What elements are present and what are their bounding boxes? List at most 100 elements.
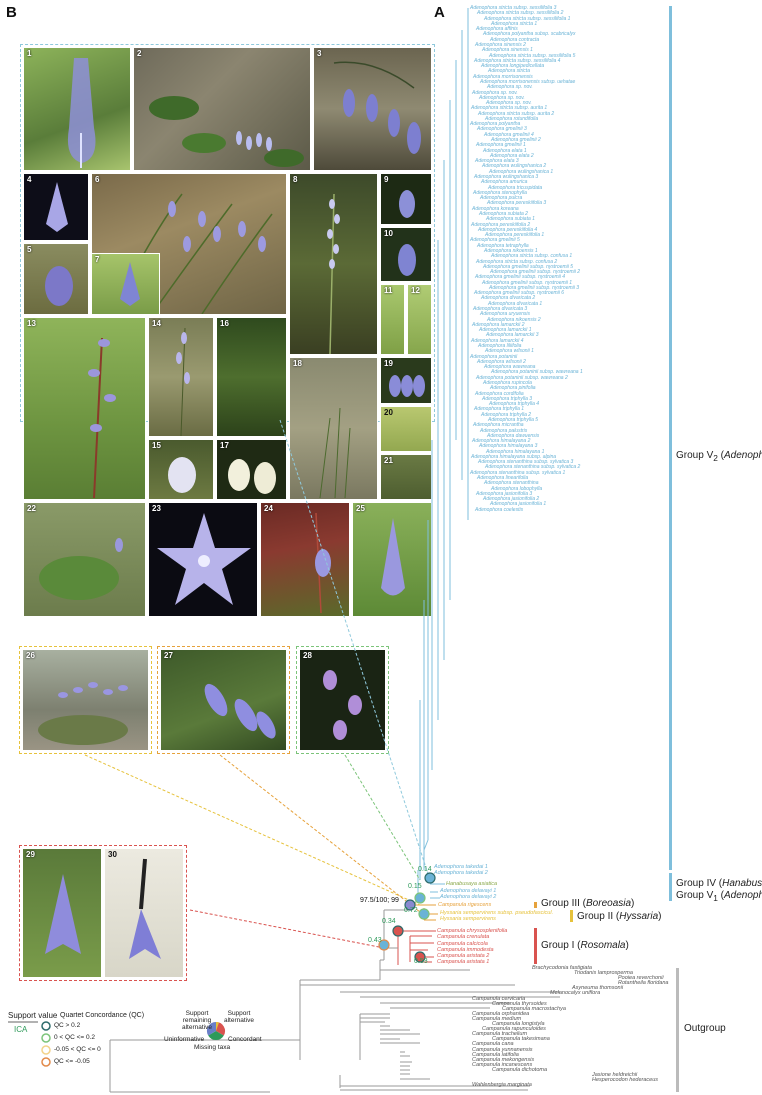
panel-label-a: A xyxy=(434,4,445,21)
tip-label: Triodanis lamprosperma xyxy=(574,970,633,977)
photo-number: 3 xyxy=(317,49,322,58)
tip-label: Campanula mekongensis xyxy=(472,1056,535,1063)
group-bar-outgroup xyxy=(676,968,679,1092)
photo-number: 9 xyxy=(384,175,389,184)
photo-7: 7 xyxy=(91,253,160,315)
photo-number: 1 xyxy=(27,49,32,58)
tip-label: Campanula latifolia xyxy=(472,1051,519,1058)
photo-27: 27 xyxy=(160,649,287,751)
ica-value: 0.14 xyxy=(418,866,432,873)
tip-label: Campanula chrysosplenifolia xyxy=(437,928,508,934)
support-value-main: 97.5/100; 99 xyxy=(360,897,399,904)
tips-group-iv: Adenophora takedai 1 Adenophora takedai … xyxy=(434,864,488,876)
tip-label: Adenophora coelestis xyxy=(475,506,524,513)
photo-13: 13 xyxy=(23,317,146,500)
group-name: Group III xyxy=(541,898,580,909)
photo-10: 10 xyxy=(380,227,432,282)
photo-number: 14 xyxy=(152,319,161,328)
tip-label: Adenophora rotundifolia xyxy=(485,115,539,122)
tip-label: Adenophora pinifolia xyxy=(490,385,536,392)
photo-26: 26 xyxy=(22,649,149,751)
group-genus: Boreoasia xyxy=(586,898,632,909)
tip-label: Adenophora lamarckii 3 xyxy=(486,332,539,339)
tip-label: Adenophora polyantha subsp. scabricalyx xyxy=(483,31,576,38)
tip-label: Adenophora elata 2 xyxy=(490,152,534,159)
tip-label: Adenophora stenophylla xyxy=(473,189,527,196)
tip-label: Campanula dichotoma xyxy=(492,1066,548,1073)
tip-label: Adenophora subiata 2 xyxy=(479,210,528,217)
tip-label: Campanula trachelium xyxy=(472,1031,528,1038)
tip-label: Adenophora delavayi 1 xyxy=(440,888,497,894)
photo-number: 17 xyxy=(220,441,229,450)
tip-label: Hyssaria sempervirens xyxy=(440,916,496,922)
tip-label: Adenophora gmelinii subsp. nystroemii 1 xyxy=(482,279,573,286)
tip-label: Adenophora nikoensis 2 xyxy=(487,316,541,323)
tip-label: Adenophora tetraphylla xyxy=(477,242,529,249)
tip-label: Adenophora stricta xyxy=(488,68,530,75)
tip-label: Adenophora gmelinii subsp. nystroemii 5 xyxy=(483,263,574,270)
tip-label: Brachycodonia fastigiata xyxy=(532,965,592,971)
tip-label: Adenophora gmelinii 4 xyxy=(484,131,534,138)
tip-label: Campanula rapunculoides xyxy=(482,1026,546,1033)
outgroup-branches xyxy=(109,969,560,1093)
tip-label: Adenophora nikoensis 1 xyxy=(484,247,538,254)
group-genus: Hanabusaya xyxy=(722,878,762,889)
tip-label: Adenophora sp. nov. xyxy=(486,100,532,107)
tip-label: Adenophora gmelinii 3 xyxy=(477,126,527,133)
photo-number: 26 xyxy=(26,651,35,660)
legend-qc-item: -0.05 < QC <= 0 xyxy=(54,1046,101,1053)
group-genus: Rosomala xyxy=(580,940,626,951)
photo-number: 13 xyxy=(27,319,36,328)
tip-label-hanabusaya: Hanabusaya asiatica xyxy=(446,881,498,887)
legend-qc-item: QC <= -0.05 xyxy=(54,1058,90,1065)
tip-label: Adenophora stricta subsp. aurita 2 xyxy=(478,110,555,117)
ica-value: 0.34 xyxy=(382,918,396,925)
photo-frame-28 xyxy=(296,646,389,754)
photo-number: 6 xyxy=(95,175,100,184)
group-name: Group II xyxy=(577,911,614,922)
node-pie xyxy=(414,892,426,904)
group-label-ii: Group II (Hyssaria) xyxy=(577,911,662,922)
photo-25: 25 xyxy=(352,502,432,617)
group-label-iv: Group IV (Hanabusaya) xyxy=(676,878,762,889)
tip-label: Adenophora jasionifolia 3 xyxy=(476,490,533,497)
group-bar-iii xyxy=(534,902,537,908)
photo-number: 2 xyxy=(137,49,142,58)
photo-9: 9 xyxy=(380,173,432,225)
node-pie xyxy=(414,951,426,963)
photo-number: 20 xyxy=(384,408,393,417)
tip-label: Adenophora pereskiifolia 3 xyxy=(487,200,547,207)
tip-label: Adenophora jasionifolia 2 xyxy=(483,496,540,503)
legend-pie-support-remaining: Support remaining alternative xyxy=(182,1010,212,1031)
tip-label: Adenophora lamarckii 2 xyxy=(472,321,525,328)
tip-label: Adenophora dawuensis xyxy=(487,432,540,439)
tip-label: Adenophora gmelinii 2 xyxy=(491,137,541,144)
photo-frame-29-30 xyxy=(19,845,187,981)
photo-20: 20 xyxy=(380,406,432,452)
photo-number: 5 xyxy=(27,245,32,254)
group-label-iii: Group III (Boreoasia) xyxy=(541,898,635,909)
ica-value: 0.53 xyxy=(414,958,428,965)
group-bar-v1 xyxy=(669,873,672,901)
photo-frame-26 xyxy=(19,646,152,754)
node-pie xyxy=(418,908,430,920)
legend-pie xyxy=(206,1021,226,1041)
tip-label: Adenophora divaricata 2 xyxy=(481,295,536,302)
tip-label: Campanula yunnanensis xyxy=(472,1046,533,1053)
tip-label: Campanula aristata 1 xyxy=(437,959,490,966)
tip-label: Adenophora cordifolia xyxy=(475,390,524,397)
tip-label: Campanula macrostachya xyxy=(502,1005,566,1012)
photo-number: 27 xyxy=(164,651,173,660)
legend-qc-item: QC > 0.2 xyxy=(54,1022,81,1029)
tip-label: Adenophora stenanthina subsp. sylvatica … xyxy=(470,469,566,476)
tip-label: Asyneuma thomsonii xyxy=(572,985,624,992)
tip-label: Adenophora affinis xyxy=(476,26,518,33)
tip-label: Adenophora triphylla 3 xyxy=(482,395,533,402)
photo-16: 16 xyxy=(216,317,287,437)
tip-label: Adenophora stricta 1 xyxy=(491,20,538,27)
photo-number: 30 xyxy=(108,850,117,859)
tip-label: Adenophora morrisonensis xyxy=(473,73,533,80)
tip-label: Adenophora longipedicellata xyxy=(481,63,545,70)
tip-label: Adenophora polyantha xyxy=(470,121,521,128)
